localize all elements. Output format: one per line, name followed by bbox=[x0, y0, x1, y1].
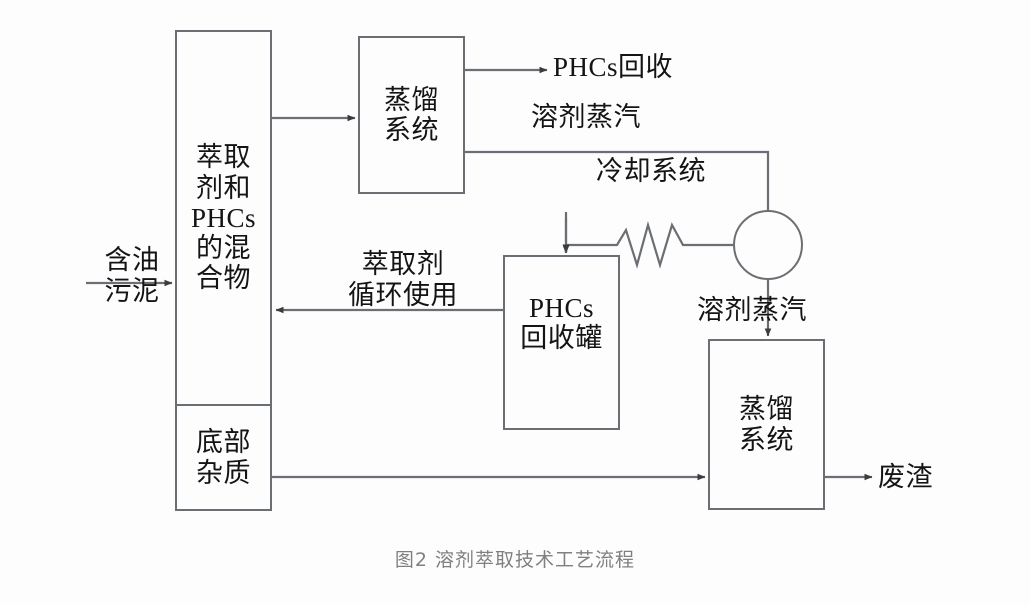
label-solvent-vapor-top: 溶剂蒸汽 bbox=[531, 102, 641, 132]
extractant-recycle-line-1: 萃取剂 bbox=[361, 249, 445, 279]
distill-bottom-line-2: 系统 bbox=[739, 424, 794, 455]
feed-in-line-1: 含油 bbox=[104, 245, 160, 275]
separator-top-line-1: 萃取 bbox=[196, 142, 251, 173]
node-feed-separator[interactable]: 萃取 剂和 PHCs 的混 合物 底部 杂质 bbox=[175, 30, 272, 511]
wire-condenser-coil bbox=[564, 212, 733, 269]
extractant-recycle-line-2: 循环使用 bbox=[348, 280, 458, 311]
label-solvent-vapor-bottom: 溶剂蒸汽 bbox=[697, 295, 807, 325]
wire-distill-to-condenser bbox=[465, 150, 770, 210]
label-feed-inlet: 含油 污泥 bbox=[86, 245, 178, 307]
node-distillation-system-bottom[interactable]: 蒸馏 系统 bbox=[708, 339, 825, 510]
separator-bottom-line-1: 底部 bbox=[196, 427, 251, 458]
phcs-tank-line-2: 回收罐 bbox=[520, 323, 603, 354]
label-cooling-system: 冷却系统 bbox=[596, 156, 706, 186]
separator-bottom-line-2: 杂质 bbox=[196, 457, 251, 488]
phcs-tank-line-1: PHCs bbox=[528, 293, 595, 323]
separator-bottom-cell: 底部 杂质 bbox=[175, 404, 272, 511]
label-phcs-recovery: PHCs回收 bbox=[553, 52, 674, 82]
distill-top-line-1: 蒸馏 bbox=[384, 84, 439, 115]
separator-top-cell: 萃取 剂和 PHCs 的混 合物 bbox=[177, 32, 270, 404]
separator-top-line-2: 剂和 bbox=[196, 172, 251, 203]
distill-bottom-line-1: 蒸馏 bbox=[739, 394, 794, 425]
separator-top-line-5: 合物 bbox=[196, 263, 251, 294]
node-condenser-drum[interactable] bbox=[733, 210, 803, 280]
node-phcs-recovery-tank[interactable]: PHCs 回收罐 bbox=[503, 255, 620, 430]
distill-top-line-2: 系统 bbox=[384, 115, 439, 145]
figure-caption: 图2 溶剂萃取技术工艺流程 bbox=[394, 549, 636, 571]
separator-top-line-3: PHCs bbox=[190, 202, 257, 233]
node-distillation-system-top[interactable]: 蒸馏 系统 bbox=[358, 36, 465, 194]
label-extractant-recycle: 萃取剂 循环使用 bbox=[318, 249, 488, 311]
feed-in-line-2: 污泥 bbox=[104, 276, 160, 307]
separator-top-line-4: 的混 bbox=[196, 233, 251, 264]
label-waste-residue: 废渣 bbox=[878, 462, 933, 492]
